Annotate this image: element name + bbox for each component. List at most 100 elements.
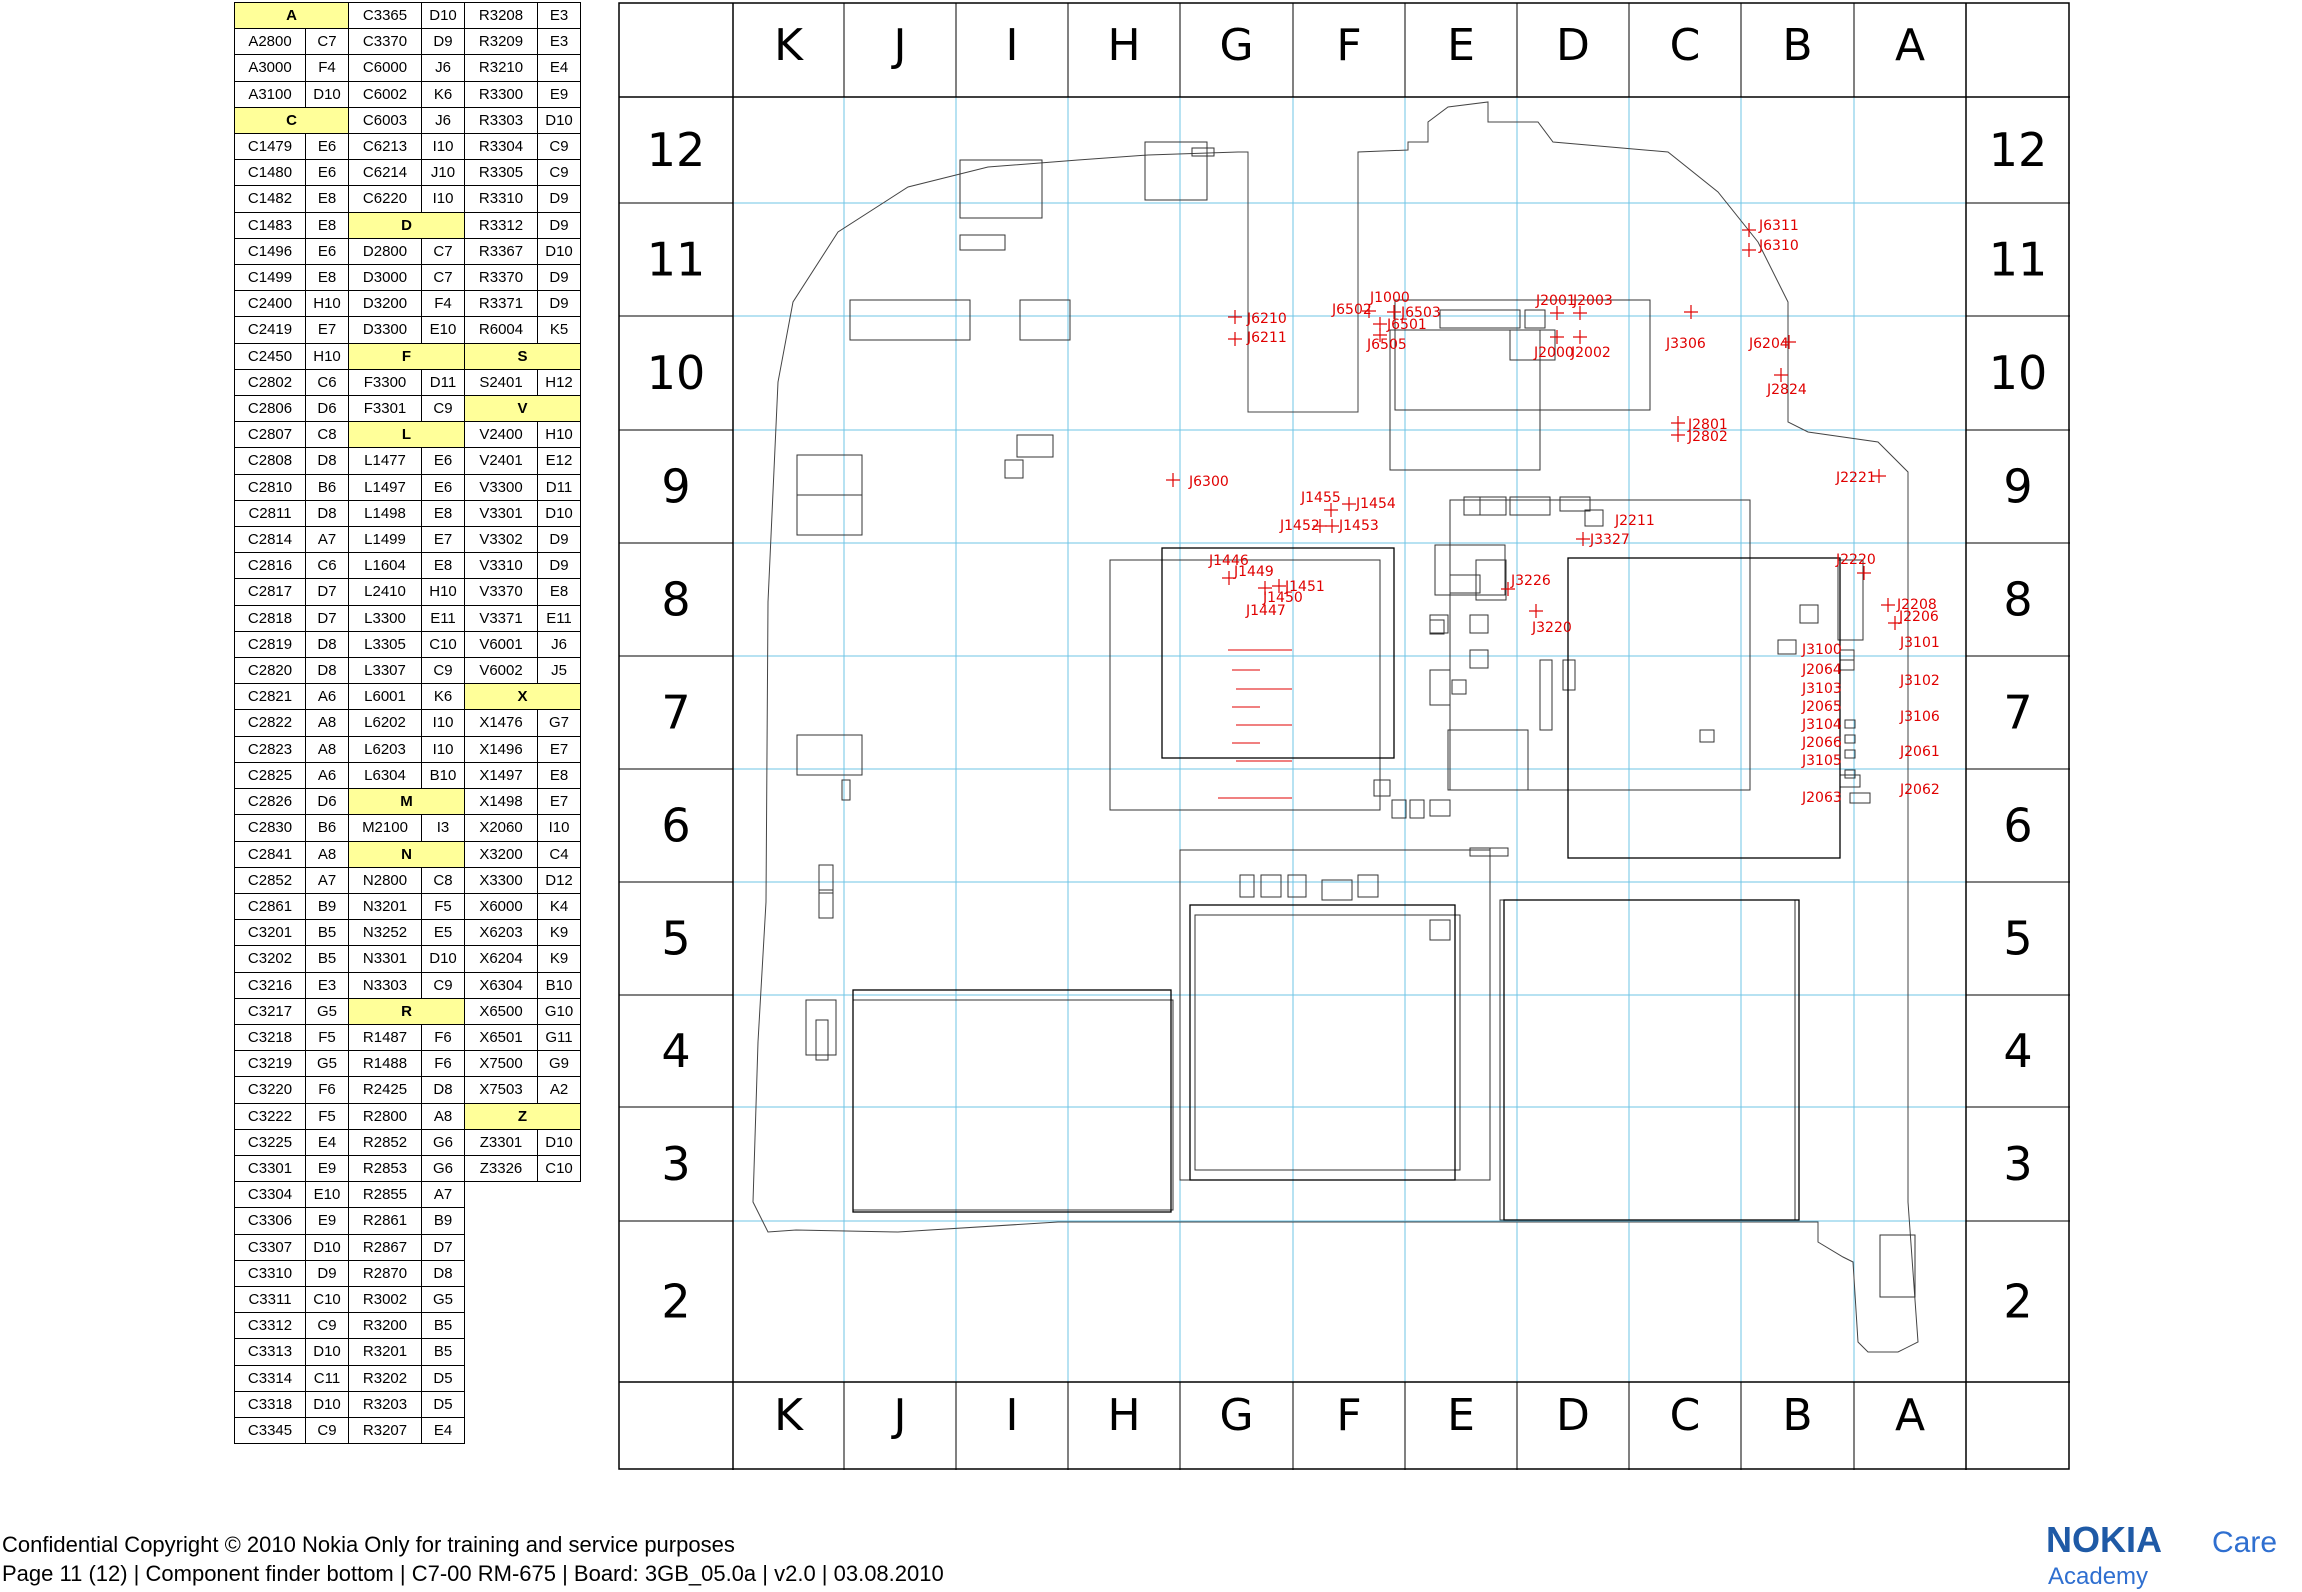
component-ref: L6304 (348, 761, 422, 790)
component-location: J6 (421, 106, 465, 135)
index-empty-cell (465, 1339, 581, 1365)
component-location: E8 (421, 552, 465, 580)
component-location: C10 (537, 1154, 581, 1183)
component-outline (805, 999, 837, 1056)
component-ref: L1499 (348, 526, 422, 554)
test-point-label: J2000 (1533, 345, 1574, 361)
component-location: F5 (421, 892, 465, 921)
grid-row-label: 7 (661, 686, 690, 740)
component-outline (959, 234, 1006, 251)
test-point-label: J6502 (1331, 302, 1372, 318)
component-ref: C6213 (348, 133, 422, 161)
component-location: D6 (305, 788, 349, 816)
component-outline (1144, 141, 1208, 201)
index-empty-cell (465, 1313, 581, 1339)
component-location: E6 (421, 447, 465, 475)
grid-column-label: H (1107, 20, 1140, 71)
index-group-header: L (348, 421, 465, 449)
test-point-label: J2063 (1801, 790, 1842, 806)
component-ref: L2410 (348, 578, 422, 606)
component-outline (1429, 669, 1451, 706)
component-ref: R3303 (464, 106, 538, 135)
component-location: J6 (537, 630, 581, 659)
component-outline (818, 889, 834, 919)
component-location: D8 (421, 1259, 465, 1287)
component-location: C7 (421, 264, 465, 292)
component-ref: N3301 (348, 945, 422, 973)
test-point-label: J2221 (1835, 470, 1876, 486)
test-point-label: J6505 (1366, 337, 1407, 353)
component-location: D9 (537, 290, 581, 318)
component-location: D9 (537, 264, 581, 292)
component-outline (1394, 299, 1651, 411)
component-ref: R3371 (464, 290, 538, 318)
component-location: J6 (421, 54, 465, 82)
test-point-label: J1453 (1338, 518, 1379, 534)
component-ref: X1497 (464, 761, 538, 790)
component-outline (796, 494, 863, 536)
component-location: A2 (537, 1076, 581, 1104)
component-location: E7 (537, 788, 581, 816)
component-ref: R3201 (348, 1338, 422, 1366)
component-location: E5 (421, 919, 465, 947)
test-point-label: J3100 (1801, 642, 1842, 658)
component-location: J10 (421, 159, 465, 187)
grid-column-label: G (1219, 1390, 1253, 1441)
component-location: D5 (421, 1390, 465, 1418)
component-location: K4 (537, 892, 581, 921)
component-ref: Z3326 (464, 1154, 538, 1183)
grid-column-label: J (891, 20, 907, 71)
component-location: K5 (537, 316, 581, 344)
component-ref: L1477 (348, 447, 422, 475)
component-ref: C2820 (234, 657, 306, 685)
component-ref: R2853 (348, 1154, 422, 1183)
component-outline (1004, 459, 1024, 479)
component-location: B9 (305, 892, 349, 921)
component-location: D11 (421, 368, 465, 397)
component-location: E4 (421, 1416, 465, 1445)
component-ref: C3218 (234, 1023, 306, 1052)
grid-column-label: B (1782, 1390, 1812, 1441)
grid-row-label: 3 (2003, 1137, 2032, 1191)
test-point-label: J6300 (1188, 474, 1229, 490)
grid-row-label: 5 (2003, 912, 2032, 966)
component-outline (1699, 729, 1715, 743)
component-location: C11 (305, 1364, 349, 1392)
component-ref: R3210 (464, 54, 538, 82)
component-location: D10 (537, 237, 581, 266)
component-location: K6 (421, 683, 465, 711)
test-point-label: J2066 (1801, 735, 1842, 751)
component-outline (1191, 147, 1215, 157)
component-ref: C3311 (234, 1285, 306, 1314)
component-location: C8 (421, 866, 465, 894)
component-outline (1449, 574, 1481, 594)
component-ref: R3200 (348, 1312, 422, 1340)
shield-can-outline (1161, 547, 1395, 759)
component-location: E9 (537, 80, 581, 108)
index-empty-cell (465, 1260, 581, 1286)
component-outline (1849, 792, 1871, 804)
component-ref: X7500 (464, 1050, 538, 1078)
component-outline (1844, 734, 1856, 744)
component-ref: X7503 (464, 1076, 538, 1104)
component-outline (1539, 659, 1553, 731)
component-location: E9 (305, 1207, 349, 1235)
component-outline (849, 299, 971, 341)
component-ref: V6001 (464, 630, 538, 659)
component-ref: C2811 (234, 499, 306, 528)
component-ref: L3300 (348, 604, 422, 632)
component-ref: X6304 (464, 971, 538, 999)
component-location: B10 (537, 971, 581, 999)
component-ref: C2852 (234, 866, 306, 894)
component-location: H10 (421, 578, 465, 606)
